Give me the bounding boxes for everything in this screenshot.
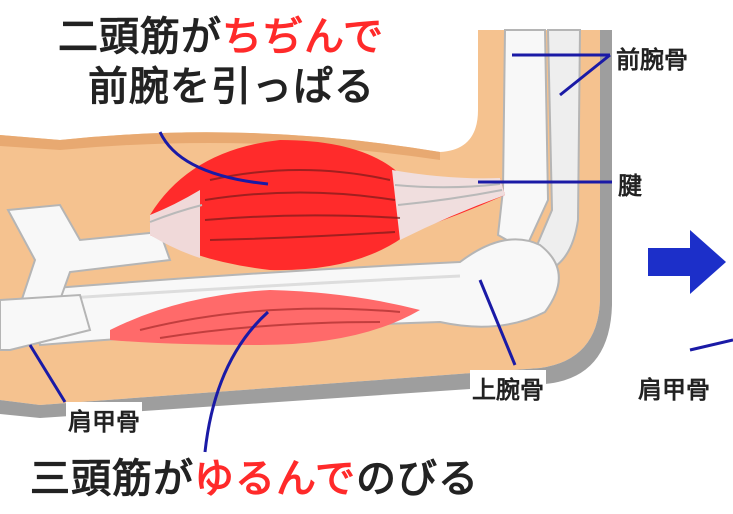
next-arrow-icon bbox=[648, 230, 726, 294]
tendon-label: 腱 bbox=[616, 166, 644, 201]
humerus-label: 上腕骨 bbox=[470, 370, 546, 405]
forearm-bone-label: 前腕骨 bbox=[614, 40, 690, 75]
biceps-caption: 二頭筋がちぢんで bbox=[58, 14, 384, 60]
scapula-cut-pointer bbox=[690, 340, 733, 350]
triceps-caption-part1: 三頭筋が bbox=[30, 456, 194, 502]
triceps-caption-part3: のびる bbox=[356, 456, 479, 502]
triceps-caption-highlight: ゆるんで bbox=[194, 456, 356, 502]
triceps-caption: 三頭筋がゆるんでのびる bbox=[30, 454, 479, 504]
scapula-cut-label: 肩甲骨 bbox=[636, 370, 731, 405]
biceps-caption-part1: 二頭筋が bbox=[58, 14, 222, 60]
scapula-label: 肩甲骨 bbox=[66, 402, 142, 437]
biceps-caption-highlight: ちぢんで bbox=[222, 14, 384, 60]
biceps-caption-line2: 前腕を引っぱる bbox=[88, 64, 375, 110]
